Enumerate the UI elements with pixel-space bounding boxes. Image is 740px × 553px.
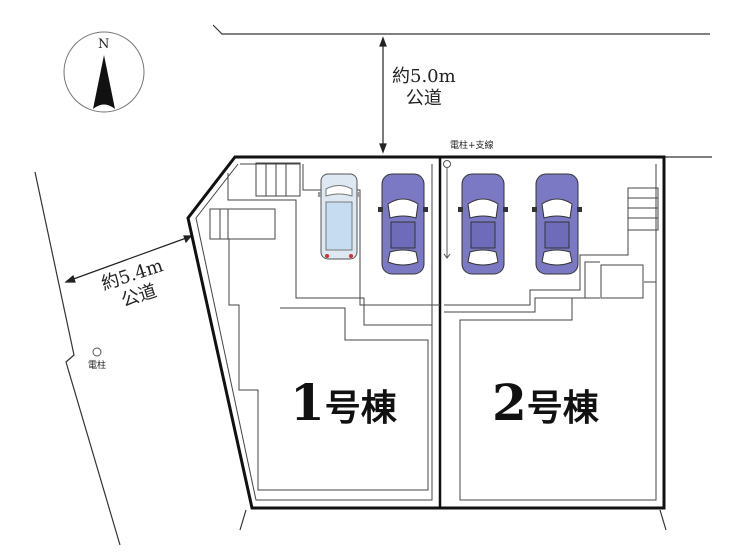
site-boundary: [186, 155, 666, 510]
lot-2-number: 2: [492, 373, 527, 432]
north-road-label: 約5.0m 公道: [392, 68, 456, 108]
west-road-edge: [34, 171, 121, 546]
lot-1-inner-lines: [195, 162, 440, 501]
compass-north-label: N: [98, 37, 110, 52]
lot-2-suffix: 号棟: [526, 387, 599, 429]
north-road-edge: [212, 24, 710, 35]
van-icon: [318, 173, 360, 260]
north-road-dimension-arrow: [379, 36, 387, 154]
lot-1-suffix: 号棟: [324, 387, 397, 429]
lot-1-label: 1号棟: [290, 378, 397, 428]
pole-west-icon: [92, 347, 102, 357]
car-icon: [532, 173, 582, 275]
pole-guy-wire-icon: [443, 160, 451, 259]
north-road-width: 約5.0m: [392, 66, 456, 87]
car-icon: [458, 173, 508, 275]
north-compass-icon: [63, 31, 145, 113]
lot-1-number: 1: [290, 373, 325, 432]
lot-2-label: 2号棟: [492, 378, 599, 428]
north-pole-label: 電柱+支線: [450, 141, 494, 151]
lot-2-inner-lines: [444, 164, 659, 501]
west-pole-label: 電柱: [88, 361, 107, 371]
north-road-type: 公道: [405, 88, 442, 109]
south-edges: [239, 509, 667, 531]
west-road-dimension-arrow: [64, 235, 193, 283]
car-icon: [378, 173, 428, 275]
